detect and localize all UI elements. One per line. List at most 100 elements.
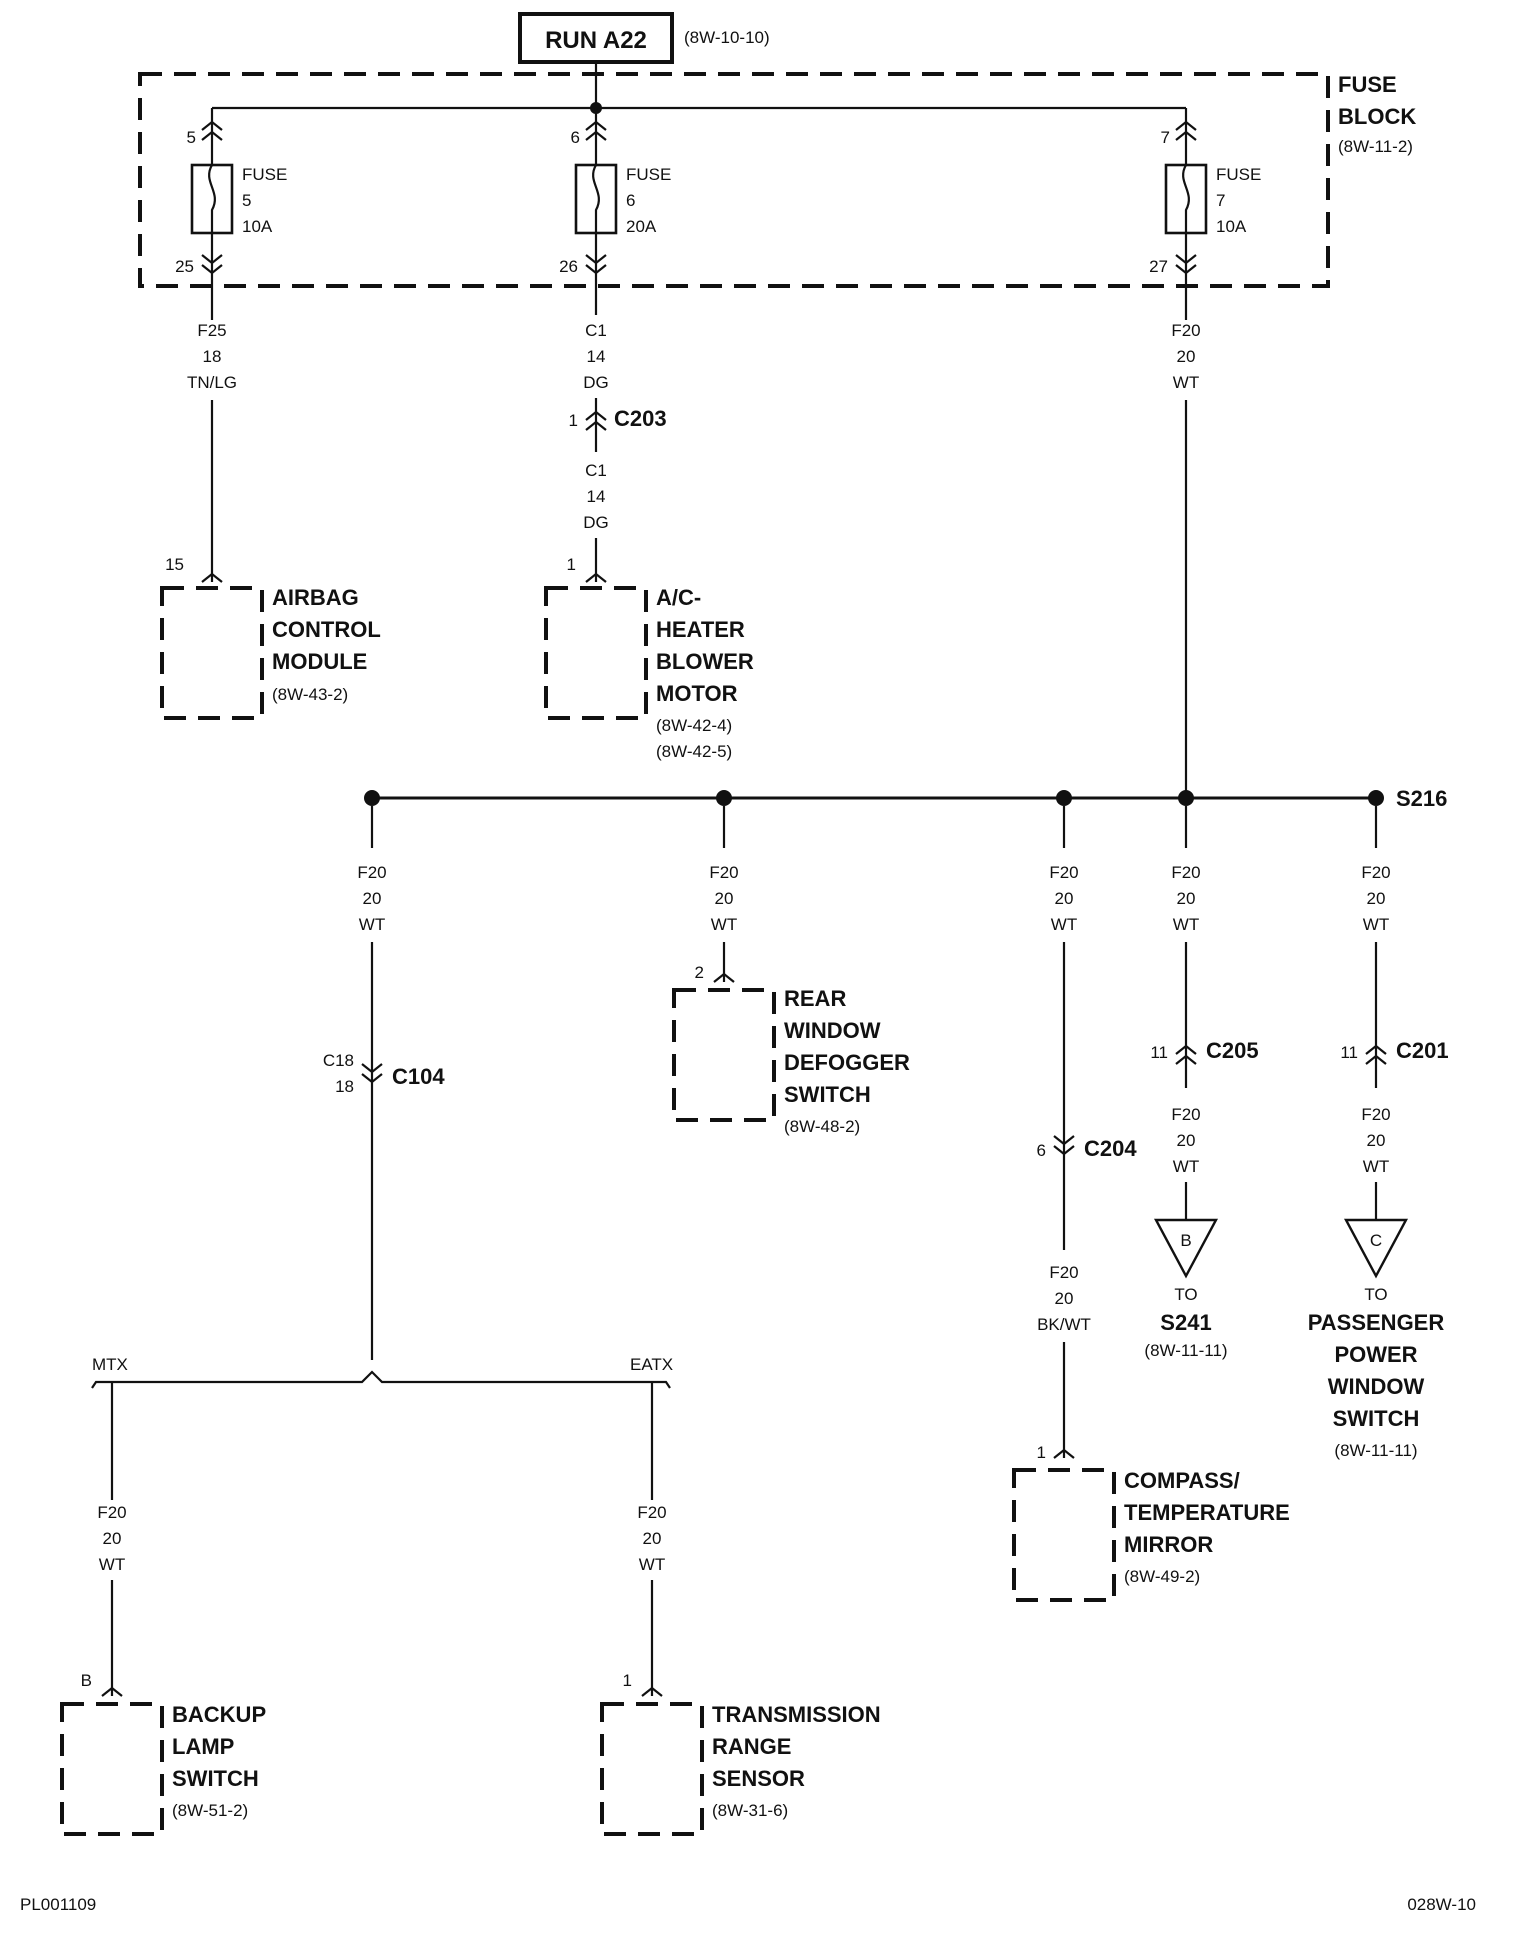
c205-label: C205 bbox=[1206, 1038, 1259, 1063]
c104-pin-2: 18 bbox=[335, 1077, 354, 1096]
defogger-label-1: REAR bbox=[784, 986, 846, 1011]
branch-defogger: F20 20 WT 2 REAR WINDOW DEFOGGER SWITCH … bbox=[672, 806, 910, 1136]
fuse-6: 6 FUSE 6 20A 26 bbox=[559, 108, 671, 315]
fuse-7-label-3: 10A bbox=[1216, 217, 1247, 236]
branch-eatx: F20 20 WT 1 TRANSMISSION RANGE SENSOR (8… bbox=[600, 1382, 881, 1836]
offpage-c-triangle bbox=[1343, 1218, 1409, 1279]
fuse-6-out-connector bbox=[585, 254, 607, 275]
f25-wire-label-1: F25 bbox=[197, 321, 226, 340]
c201-wire-label-2: 20 bbox=[1367, 1131, 1386, 1150]
c104-connector bbox=[361, 1063, 383, 1084]
trs-pin: 1 bbox=[623, 1671, 632, 1690]
offpage-c-dest-2: POWER bbox=[1334, 1342, 1417, 1367]
fuse-6-element bbox=[592, 164, 600, 233]
blower-ref-1: (8W-42-4) bbox=[656, 716, 732, 735]
fuse-7-out-connector bbox=[1175, 254, 1197, 275]
backup-pin: B bbox=[81, 1671, 92, 1690]
defogger-label-4: SWITCH bbox=[784, 1082, 871, 1107]
fuse-5-element bbox=[208, 164, 216, 233]
eatx-label-1: F20 bbox=[637, 1503, 666, 1522]
offpage-c-letter: C bbox=[1370, 1231, 1382, 1250]
splice-dot-2 bbox=[716, 790, 732, 806]
fuse-7-in-pin: 7 bbox=[1161, 128, 1170, 147]
b1-label-2: 20 bbox=[363, 889, 382, 908]
compass-pin: 1 bbox=[1037, 1443, 1046, 1462]
f25-wire-label-2: 18 bbox=[203, 347, 222, 366]
rear-window-defogger-switch-box bbox=[672, 988, 776, 1122]
offpage-b-dest: S241 bbox=[1160, 1310, 1211, 1335]
b1-label-1: F20 bbox=[357, 863, 386, 882]
fuse-5-label-2: 5 bbox=[242, 191, 251, 210]
mtx-label: MTX bbox=[92, 1355, 128, 1374]
fuse-6-out-pin: 26 bbox=[559, 257, 578, 276]
airbag-pin-connector bbox=[201, 572, 223, 583]
trs-label-3: SENSOR bbox=[712, 1766, 805, 1791]
fuse-6-in-pin: 6 bbox=[571, 128, 580, 147]
c205-wire-label-2: 20 bbox=[1177, 1131, 1196, 1150]
c205-wire-label-3: WT bbox=[1173, 1157, 1199, 1176]
fuse-block-title-2: BLOCK bbox=[1338, 104, 1416, 129]
defogger-label-3: DEFOGGER bbox=[784, 1050, 910, 1075]
fuse-6-label-1: FUSE bbox=[626, 165, 671, 184]
defogger-label-2: WINDOW bbox=[784, 1018, 881, 1043]
footer-left-code: PL001109 bbox=[20, 1895, 96, 1914]
airbag-control-module-box bbox=[160, 586, 264, 720]
c203-pin: 1 bbox=[569, 411, 578, 430]
s216-label: S216 bbox=[1396, 786, 1447, 811]
branch-c205: F20 20 WT 11 C205 F20 20 WT B TO S241 (8… bbox=[1144, 806, 1259, 1360]
b5-label-2: 20 bbox=[1367, 889, 1386, 908]
b4-label-1: F20 bbox=[1171, 863, 1200, 882]
b5-label-3: WT bbox=[1363, 915, 1389, 934]
eatx-label-3: WT bbox=[639, 1555, 665, 1574]
offpage-c-to: TO bbox=[1364, 1285, 1387, 1304]
backup-label-2: LAMP bbox=[172, 1734, 234, 1759]
run-ref: (8W-10-10) bbox=[684, 28, 770, 47]
airbag-pin: 15 bbox=[165, 555, 184, 574]
airbag-label-3: MODULE bbox=[272, 649, 367, 674]
offpage-b-triangle bbox=[1153, 1218, 1219, 1279]
trs-label-2: RANGE bbox=[712, 1734, 791, 1759]
b2-label-1: F20 bbox=[709, 863, 738, 882]
b1-label-3: WT bbox=[359, 915, 385, 934]
blower-ref-2: (8W-42-5) bbox=[656, 742, 732, 761]
defogger-pin: 2 bbox=[695, 963, 704, 982]
c204-pin: 6 bbox=[1037, 1141, 1046, 1160]
compass-label-1: COMPASS/ bbox=[1124, 1468, 1240, 1493]
eatx-label: EATX bbox=[630, 1355, 673, 1374]
splice-dot-1 bbox=[364, 790, 380, 806]
backup-label-3: SWITCH bbox=[172, 1766, 259, 1791]
c1a-wire-label-2: 14 bbox=[587, 347, 606, 366]
offpage-c-dest-3: WINDOW bbox=[1328, 1374, 1425, 1399]
c204-label: C204 bbox=[1084, 1136, 1137, 1161]
blower-label-1: A/C- bbox=[656, 585, 701, 610]
mtx-label-3: WT bbox=[99, 1555, 125, 1574]
b4-label-2: 20 bbox=[1177, 889, 1196, 908]
offpage-c-ref: (8W-11-11) bbox=[1334, 1441, 1417, 1460]
c1b-wire-label-3: DG bbox=[583, 513, 609, 532]
c204-wire-label-1: F20 bbox=[1049, 1263, 1078, 1282]
c201-wire-label-3: WT bbox=[1363, 1157, 1389, 1176]
splice-dot-5 bbox=[1368, 790, 1384, 806]
c201-label: C201 bbox=[1396, 1038, 1449, 1063]
compass-ref: (8W-49-2) bbox=[1124, 1567, 1200, 1586]
f20-top-label-2: 20 bbox=[1177, 347, 1196, 366]
fuse-7-label-1: FUSE bbox=[1216, 165, 1261, 184]
fuse-5-in-connector bbox=[201, 120, 223, 141]
offpage-b-letter: B bbox=[1180, 1231, 1191, 1250]
b3-label-1: F20 bbox=[1049, 863, 1078, 882]
b5-label-1: F20 bbox=[1361, 863, 1390, 882]
mtx-label-1: F20 bbox=[97, 1503, 126, 1522]
c205-wire-label-1: F20 bbox=[1171, 1105, 1200, 1124]
f20-top-label-3: WT bbox=[1173, 373, 1199, 392]
backup-lamp-switch-box bbox=[60, 1702, 164, 1836]
airbag-label-1: AIRBAG bbox=[272, 585, 359, 610]
c1a-wire-label-1: C1 bbox=[585, 321, 607, 340]
c205-pin: 11 bbox=[1150, 1043, 1168, 1062]
backup-label-1: BACKUP bbox=[172, 1702, 266, 1727]
blower-label-3: BLOWER bbox=[656, 649, 754, 674]
airbag-ref: (8W-43-2) bbox=[272, 685, 348, 704]
mtx-label-2: 20 bbox=[103, 1529, 122, 1548]
mtx-eatx-bus bbox=[91, 1370, 671, 1389]
compass-label-3: MIRROR bbox=[1124, 1532, 1213, 1557]
